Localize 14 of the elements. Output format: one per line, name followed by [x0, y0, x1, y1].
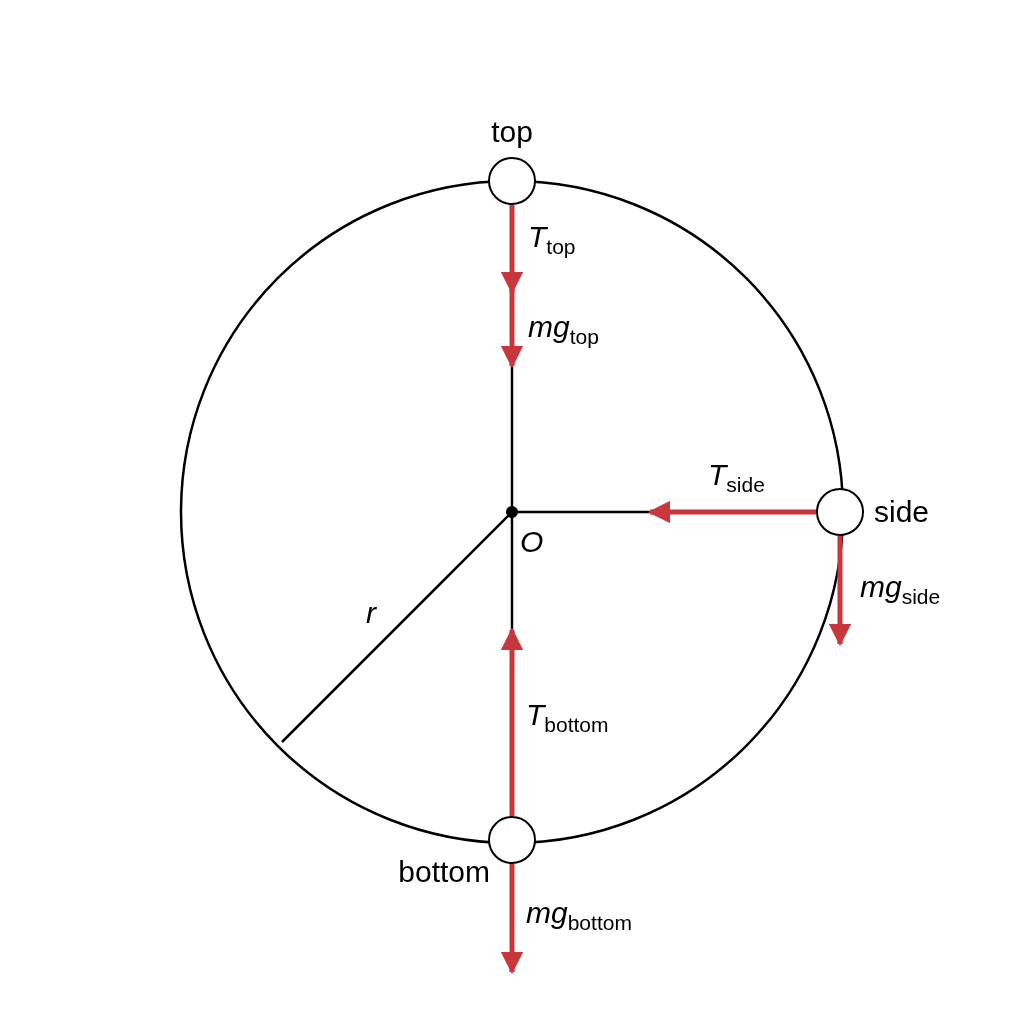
- position-label: bottom: [398, 857, 490, 887]
- ball: [488, 157, 536, 205]
- force-label: mg$_{top}$: [528, 312, 599, 348]
- ball: [816, 488, 864, 536]
- position-label: top: [491, 117, 533, 147]
- ball: [488, 816, 536, 864]
- force-label: T$_{top}$: [528, 222, 576, 258]
- force-label: T$_{bottom}$: [526, 700, 609, 736]
- force-label: T$_{side}$: [708, 460, 765, 496]
- force-label: mg$_{side}$: [860, 572, 941, 608]
- radius-label: r: [366, 598, 376, 628]
- force-label: mg$_{bottom}$: [526, 898, 632, 934]
- position-label: side: [874, 497, 930, 527]
- point-label: O: [520, 527, 544, 557]
